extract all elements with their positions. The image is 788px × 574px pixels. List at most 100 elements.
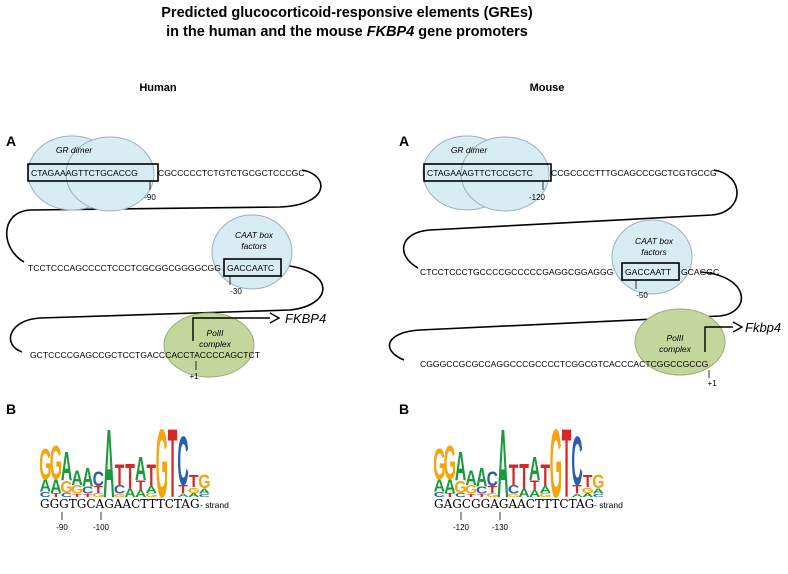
mouse-row2-caat-seq: GACCAATT (625, 267, 672, 277)
mouse-row3-seq: CGGGCCGCGCCAGGCCCGCCCCTCGGCGTCACCCACTCGG… (420, 359, 709, 369)
logo-letter-t: T (51, 492, 62, 499)
logo-letter-c: C (82, 485, 94, 496)
human-gr-monomer-right (65, 136, 155, 212)
title-line-1: Predicted glucocorticoid-responsive elem… (161, 5, 533, 21)
logo-letter-t: T (562, 409, 572, 518)
logo-letter-g: G (50, 434, 62, 489)
mouse-logo-position-2: -130 (492, 523, 509, 532)
mouse-gre-box (423, 163, 552, 182)
human-caat-label-1: CAAT box (235, 230, 274, 240)
logo-letter-g: G (465, 483, 477, 496)
logo-letter-a: A (82, 462, 93, 493)
logo-letter-a: A (135, 488, 147, 499)
mouse-gre-position: -120 (529, 193, 546, 202)
logo-letter-a: A (540, 484, 552, 495)
panel-b-mouse: B (399, 401, 409, 417)
logo-letter-a: A (188, 492, 200, 499)
human-logo-strand: - strand (200, 500, 229, 510)
human-logo-sequence: GGGTGCAGAACTTTCTAG (40, 497, 200, 511)
logo-letter-g: G (550, 409, 562, 518)
mouse-caat-box (621, 262, 680, 281)
panel-a-human: A (6, 133, 16, 149)
human-dna-connector-1 (5, 169, 322, 263)
logo-letter-a: A (529, 488, 541, 499)
logo-letter-a: A (582, 492, 594, 499)
logo-letter-t: T (147, 459, 157, 493)
mouse-row2-seq-post: GCAGGC (681, 267, 719, 277)
logo-letter-c: C (199, 493, 211, 498)
logo-letter-c: C (571, 422, 582, 501)
mouse-row2-seq: CTCCTCCCTGCCCCGCCCCCGAGGCGGAGGG (420, 267, 614, 277)
logo-letter-c: C (114, 483, 125, 496)
mouse-dna-connector-1 (402, 169, 738, 269)
logo-letter-t: T (445, 492, 456, 499)
logo-letter-a: A (518, 486, 529, 499)
logo-letter-g: G (539, 492, 551, 499)
mouse-logo-position-1: -120 (453, 523, 470, 532)
logo-letter-t: T (477, 493, 487, 498)
logo-letter-g: G (454, 477, 466, 497)
human-polii-label-2: complex (199, 339, 231, 349)
logo-letter-g: G (188, 486, 200, 495)
logo-letter-t: T (83, 493, 93, 498)
logo-letter-c: C (487, 466, 499, 490)
logo-letter-a: A (465, 466, 477, 490)
logo-letter-g: G (444, 434, 456, 489)
human-tss-arrowhead (269, 312, 281, 324)
mouse-caat-position: -50 (636, 291, 648, 300)
mouse-gr-label: GR dimer (451, 145, 489, 155)
logo-letter-t: T (509, 459, 519, 491)
human-row2-seq: TCCTCCCAGCCCCTCCCTCGCGGCGGGGCGG (28, 263, 221, 273)
logo-letter-g: G (71, 483, 83, 496)
mouse-tss-position: +1 (707, 379, 717, 388)
logo-letter-c: C (455, 492, 467, 499)
mouse-tss-arrowhead (732, 321, 744, 333)
logo-letter-a: A (103, 409, 114, 518)
mouse-logo-sequence: GAGCGGAGAACTTTCTAG (434, 497, 594, 511)
logo-letter-a: A (146, 484, 158, 495)
logo-letter-t: T (136, 479, 146, 494)
logo-letter-a: A (71, 466, 83, 490)
mouse-polii-label-2: complex (659, 344, 691, 354)
human-gene-name: FKBP4 (285, 311, 326, 326)
mouse-dna-connector-2 (388, 271, 743, 361)
mouse-polii-ellipse (634, 308, 726, 376)
human-caat-ellipse (211, 214, 293, 290)
logo-letter-a: A (40, 476, 51, 496)
human-row1-seq: CGCCCCCTCTGTCTGCGCTCCCGC (158, 168, 305, 178)
logo-letter-a: A (199, 487, 210, 496)
logo-letter-a: A (177, 493, 189, 498)
logo-letter-t: T (115, 459, 125, 491)
human-heading: Human (139, 82, 177, 94)
human-caat-box (223, 258, 282, 277)
logo-letter-t: T (178, 483, 188, 496)
human-row3-seq: GCTCCCCGAGCCGCTCCTGACCCACCTACCCCAGCTCT (30, 350, 261, 360)
logo-letter-a: A (61, 443, 72, 489)
logo-letter-a: A (50, 475, 62, 497)
mouse-polii-label-1: PolII (666, 333, 684, 343)
logo-letter-g: G (198, 470, 210, 492)
title-line-2: in the human and the mouse FKBP4 gene pr… (166, 24, 528, 40)
human-polii-label-1: PolII (206, 328, 224, 338)
logo-letter-t: T (72, 493, 82, 498)
mouse-gene-name: Fkbp4 (745, 320, 781, 335)
logo-letter-a: A (476, 462, 487, 493)
logo-letter-g: G (582, 486, 594, 495)
logo-letter-g: G (486, 492, 498, 499)
logo-letter-a: A (529, 452, 540, 488)
logo-letter-a: A (135, 452, 146, 488)
logo-letter-a: A (455, 443, 466, 489)
human-tss-arrow (192, 317, 270, 341)
logo-letter-c: C (476, 485, 488, 496)
mouse-row1-gre-seq: CTAGAAAGTTCTCCGCTC (427, 168, 533, 178)
human-caat-label-2: factors (241, 241, 267, 251)
logo-letter-g: G (145, 492, 157, 499)
logo-letter-a: A (444, 475, 456, 497)
logo-letter-a: A (593, 487, 604, 496)
logo-letter-g: G (592, 470, 604, 492)
logo-letter-c: C (61, 492, 73, 499)
logo-letter-g: G (39, 439, 51, 488)
